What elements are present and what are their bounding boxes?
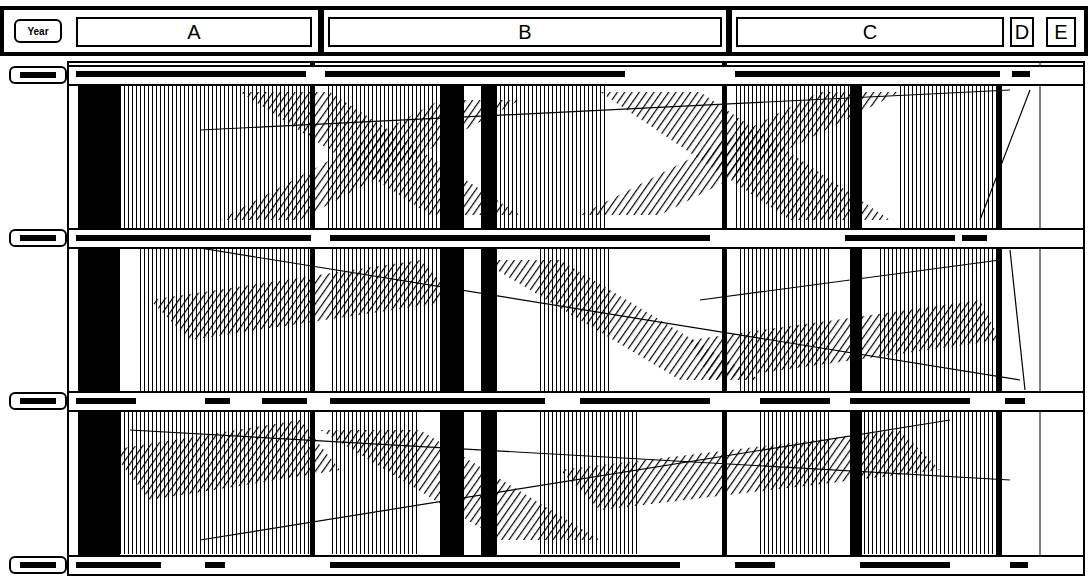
header-text: B [518,21,531,44]
header-text: C [863,21,877,44]
column-header: E [1046,17,1076,47]
column-header: A [76,17,312,47]
header-text: D [1015,21,1029,44]
header-text: A [187,21,200,44]
header-text: Year [27,26,48,37]
column-header: D [1010,17,1034,47]
column-header: C [736,17,1004,47]
column-header: B [328,17,722,47]
axis-header: Year [14,19,62,43]
header-text: E [1054,21,1067,44]
